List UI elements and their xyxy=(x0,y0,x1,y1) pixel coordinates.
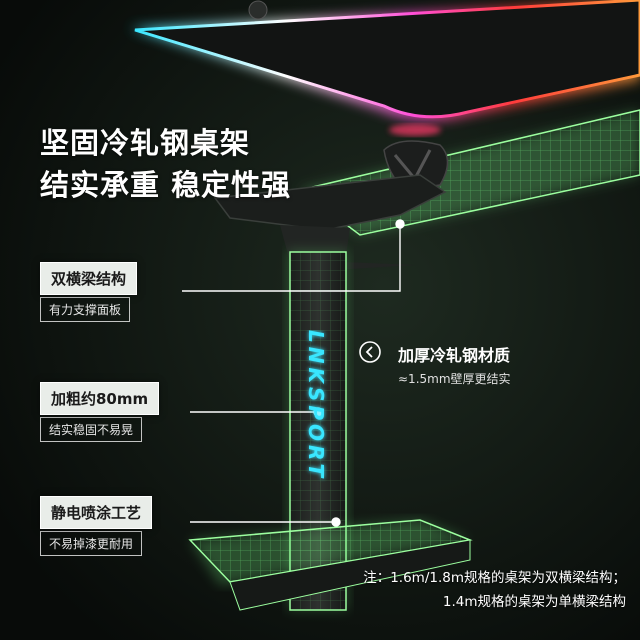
crossbar xyxy=(213,174,447,231)
callout-subtitle: 结实稳固不易晃 xyxy=(40,417,143,442)
headline-line-2: 结实承重 稳定性强 xyxy=(40,168,292,202)
material-title: 加厚冷轧钢材质 xyxy=(398,346,511,365)
callout-subtitle: 有力支撑面板 xyxy=(40,297,131,322)
callout-title: 加粗约80mm xyxy=(40,382,160,415)
callout-double-beam: 双横梁结构 有力支撑面板 xyxy=(40,262,138,322)
desktop-top xyxy=(130,0,640,121)
callout-title: 静电喷涂工艺 xyxy=(40,496,153,529)
callout-thickened: 加粗约80mm 结实稳固不易晃 xyxy=(40,382,160,442)
callout-title: 双横梁结构 xyxy=(40,262,138,295)
callout-subtitle: 不易掉漆更耐用 xyxy=(40,531,143,556)
arrow-left-circle-icon xyxy=(359,341,381,363)
base-foot xyxy=(188,519,473,611)
note-line-1: 注：1.6m/1.8m规格的桌架为双横梁结构； xyxy=(363,570,626,586)
brand-logo: LNKSPORT xyxy=(304,330,328,482)
headline-line-1: 坚固冷轧钢桌架 xyxy=(40,126,251,160)
callout-coating: 静电喷涂工艺 不易掉漆更耐用 xyxy=(40,496,153,556)
material-subtitle: ≈1.5mm壁厚更结实 xyxy=(398,372,511,386)
callout-connectors xyxy=(182,219,405,527)
note-line-2: 1.4m规格的桌架为单横梁结构 xyxy=(442,594,626,610)
